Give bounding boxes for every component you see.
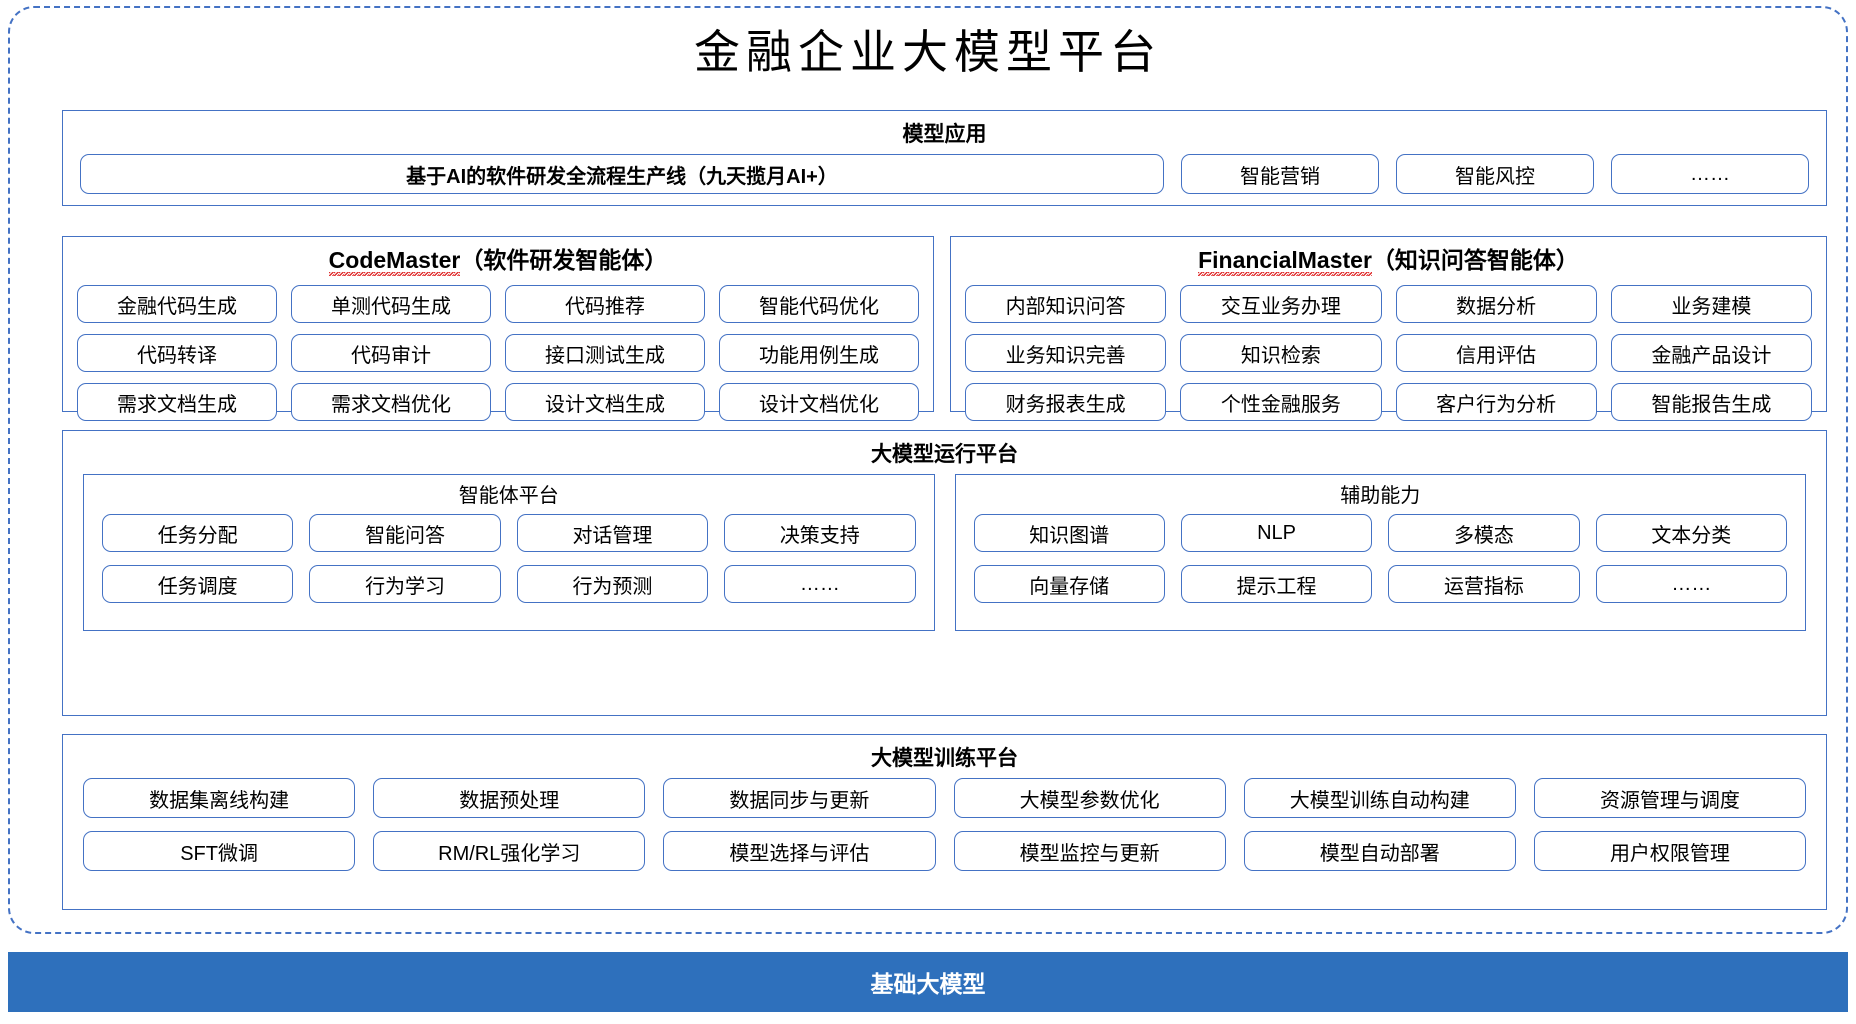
codemaster-chip[interactable]: 代码推荐 bbox=[505, 285, 705, 323]
auxiliary-capability-row-1: 知识图谱 NLP 多模态 文本分类 bbox=[956, 514, 1806, 552]
page-title: 金融企业大模型平台 bbox=[694, 27, 1162, 78]
agent-platform-chip[interactable]: 智能问答 bbox=[309, 514, 501, 552]
agent-platform-row-2: 任务调度 行为学习 行为预测 …… bbox=[84, 565, 934, 603]
codemaster-row-3: 需求文档生成 需求文档优化 设计文档生成 设计文档优化 bbox=[63, 383, 933, 421]
auxiliary-capability-chip[interactable]: 运营指标 bbox=[1388, 565, 1580, 603]
financialmaster-chip[interactable]: 内部知识问答 bbox=[965, 285, 1167, 323]
training-platform-chip[interactable]: 模型监控与更新 bbox=[953, 831, 1226, 871]
auxiliary-capability-chip-more[interactable]: …… bbox=[1595, 565, 1787, 603]
codemaster-name: CodeMaster bbox=[328, 249, 461, 276]
financialmaster-chip[interactable]: 金融产品设计 bbox=[1610, 334, 1812, 372]
financialmaster-row-2: 业务知识完善 知识检索 信用评估 金融产品设计 bbox=[951, 334, 1826, 372]
training-platform-chip[interactable]: 大模型参数优化 bbox=[953, 778, 1226, 818]
model-application-title: 模型应用 bbox=[902, 123, 987, 146]
training-platform-chip[interactable]: 大模型训练自动构建 bbox=[1243, 778, 1516, 818]
training-platform-chip[interactable]: 资源管理与调度 bbox=[1533, 778, 1807, 818]
financialmaster-chip[interactable]: 业务知识完善 bbox=[965, 334, 1167, 372]
training-platform-row-2: SFT微调 RM/RL强化学习 模型选择与评估 模型监控与更新 模型自动部署 用… bbox=[63, 831, 1826, 871]
auxiliary-capability-chip[interactable]: 提示工程 bbox=[1180, 565, 1373, 603]
codemaster-chip[interactable]: 需求文档生成 bbox=[77, 383, 277, 421]
financialmaster-chip[interactable]: 数据分析 bbox=[1395, 285, 1597, 323]
financialmaster-chip[interactable]: 财务报表生成 bbox=[965, 383, 1167, 421]
auxiliary-capability-row-2: 向量存储 提示工程 运营指标 …… bbox=[956, 565, 1806, 603]
codemaster-panel: CodeMaster（软件研发智能体） 金融代码生成 单测代码生成 代码推荐 智… bbox=[62, 236, 934, 421]
app-chip-more[interactable]: …… bbox=[1611, 154, 1809, 194]
codemaster-chip[interactable]: 接口测试生成 bbox=[505, 334, 705, 372]
codemaster-chip[interactable]: 需求文档优化 bbox=[291, 383, 491, 421]
training-platform-chip[interactable]: 数据同步与更新 bbox=[663, 778, 936, 818]
auxiliary-capability-chip[interactable]: 多模态 bbox=[1388, 514, 1580, 552]
agent-platform-chip[interactable]: 决策支持 bbox=[724, 514, 916, 552]
runtime-platform-panel: 大模型运行平台 智能体平台 任务分配 智能问答 对话管理 决策支持 任务调度 行… bbox=[62, 430, 1827, 716]
outer-dashed-frame bbox=[8, 6, 1848, 934]
training-platform-title: 大模型训练平台 bbox=[871, 747, 1018, 770]
training-platform-chip[interactable]: SFT微调 bbox=[83, 831, 356, 871]
financialmaster-row-3: 财务报表生成 个性金融服务 客户行为分析 智能报告生成 bbox=[951, 383, 1826, 421]
agent-platform-chip-more[interactable]: …… bbox=[724, 565, 916, 603]
codemaster-row-2: 代码转译 代码审计 接口测试生成 功能用例生成 bbox=[63, 334, 933, 372]
agent-platform-chip[interactable]: 任务分配 bbox=[102, 514, 294, 552]
codemaster-chip[interactable]: 智能代码优化 bbox=[719, 285, 919, 323]
training-platform-chip[interactable]: RM/RL强化学习 bbox=[373, 831, 646, 871]
app-chip-risk[interactable]: 智能风控 bbox=[1396, 154, 1594, 194]
financialmaster-title: FinancialMaster（知识问答智能体） bbox=[951, 237, 1826, 285]
financialmaster-suffix: （知识问答智能体） bbox=[1371, 247, 1579, 273]
agent-platform-row-1: 任务分配 智能问答 对话管理 决策支持 bbox=[84, 514, 934, 552]
training-platform-chip[interactable]: 数据集离线构建 bbox=[83, 778, 356, 818]
codemaster-chip[interactable]: 设计文档优化 bbox=[719, 383, 919, 421]
agent-platform-chip[interactable]: 行为学习 bbox=[309, 565, 501, 603]
training-platform-row-1: 数据集离线构建 数据预处理 数据同步与更新 大模型参数优化 大模型训练自动构建 … bbox=[63, 778, 1826, 818]
financialmaster-name: FinancialMaster bbox=[1198, 249, 1372, 276]
model-application-panel: 模型应用 基于AI的软件研发全流程生产线（九天揽月AI+） 智能营销 智能风控 … bbox=[62, 110, 1827, 206]
codemaster-chip[interactable]: 功能用例生成 bbox=[719, 334, 919, 372]
financialmaster-chip[interactable]: 个性金融服务 bbox=[1180, 383, 1382, 421]
training-platform-chip[interactable]: 模型自动部署 bbox=[1243, 831, 1516, 871]
codemaster-chip[interactable]: 金融代码生成 bbox=[77, 285, 277, 323]
agent-platform-chip[interactable]: 任务调度 bbox=[102, 565, 294, 603]
auxiliary-capability-chip[interactable]: NLP bbox=[1180, 514, 1373, 552]
base-model-label: 基础大模型 bbox=[870, 971, 986, 997]
runtime-platform-title: 大模型运行平台 bbox=[871, 443, 1018, 466]
agent-platform-title: 智能体平台 bbox=[458, 485, 559, 507]
codemaster-suffix: （软件研发智能体） bbox=[460, 247, 668, 273]
auxiliary-capability-title: 辅助能力 bbox=[1340, 485, 1421, 507]
financialmaster-chip[interactable]: 业务建模 bbox=[1610, 285, 1812, 323]
training-platform-chip[interactable]: 模型选择与评估 bbox=[663, 831, 936, 871]
training-platform-chip[interactable]: 用户权限管理 bbox=[1533, 831, 1807, 871]
agent-platform-chip[interactable]: 行为预测 bbox=[516, 565, 709, 603]
financialmaster-chip[interactable]: 信用评估 bbox=[1395, 334, 1597, 372]
financialmaster-chip[interactable]: 客户行为分析 bbox=[1395, 383, 1597, 421]
base-model-bar: 基础大模型 bbox=[8, 952, 1848, 1012]
codemaster-chip[interactable]: 设计文档生成 bbox=[505, 383, 705, 421]
financialmaster-row-1: 内部知识问答 交互业务办理 数据分析 业务建模 bbox=[951, 285, 1826, 323]
financialmaster-chip[interactable]: 知识检索 bbox=[1180, 334, 1382, 372]
app-chip-primary[interactable]: 基于AI的软件研发全流程生产线（九天揽月AI+） bbox=[80, 154, 1164, 194]
agent-platform-chip[interactable]: 对话管理 bbox=[516, 514, 709, 552]
auxiliary-capability-chip[interactable]: 向量存储 bbox=[973, 565, 1165, 603]
auxiliary-capability-chip[interactable]: 文本分类 bbox=[1595, 514, 1787, 552]
agent-platform-subpanel: 智能体平台 任务分配 智能问答 对话管理 决策支持 任务调度 行为学习 行为预测… bbox=[83, 474, 935, 631]
codemaster-row-1: 金融代码生成 单测代码生成 代码推荐 智能代码优化 bbox=[63, 285, 933, 323]
training-platform-panel: 大模型训练平台 数据集离线构建 数据预处理 数据同步与更新 大模型参数优化 大模… bbox=[62, 734, 1827, 910]
model-application-items: 基于AI的软件研发全流程生产线（九天揽月AI+） 智能营销 智能风控 …… bbox=[63, 154, 1826, 194]
financialmaster-chip[interactable]: 智能报告生成 bbox=[1610, 383, 1812, 421]
app-chip-marketing[interactable]: 智能营销 bbox=[1181, 154, 1379, 194]
auxiliary-capability-chip[interactable]: 知识图谱 bbox=[973, 514, 1165, 552]
training-platform-chip[interactable]: 数据预处理 bbox=[373, 778, 646, 818]
codemaster-title: CodeMaster（软件研发智能体） bbox=[63, 237, 933, 285]
codemaster-chip[interactable]: 代码审计 bbox=[291, 334, 491, 372]
codemaster-chip[interactable]: 代码转译 bbox=[77, 334, 277, 372]
codemaster-chip[interactable]: 单测代码生成 bbox=[291, 285, 491, 323]
financialmaster-chip[interactable]: 交互业务办理 bbox=[1180, 285, 1382, 323]
auxiliary-capability-subpanel: 辅助能力 知识图谱 NLP 多模态 文本分类 向量存储 提示工程 运营指标 …… bbox=[954, 474, 1806, 631]
financialmaster-panel: FinancialMaster（知识问答智能体） 内部知识问答 交互业务办理 数… bbox=[950, 236, 1827, 421]
runtime-subpanels: 智能体平台 任务分配 智能问答 对话管理 决策支持 任务调度 行为学习 行为预测… bbox=[63, 474, 1826, 631]
